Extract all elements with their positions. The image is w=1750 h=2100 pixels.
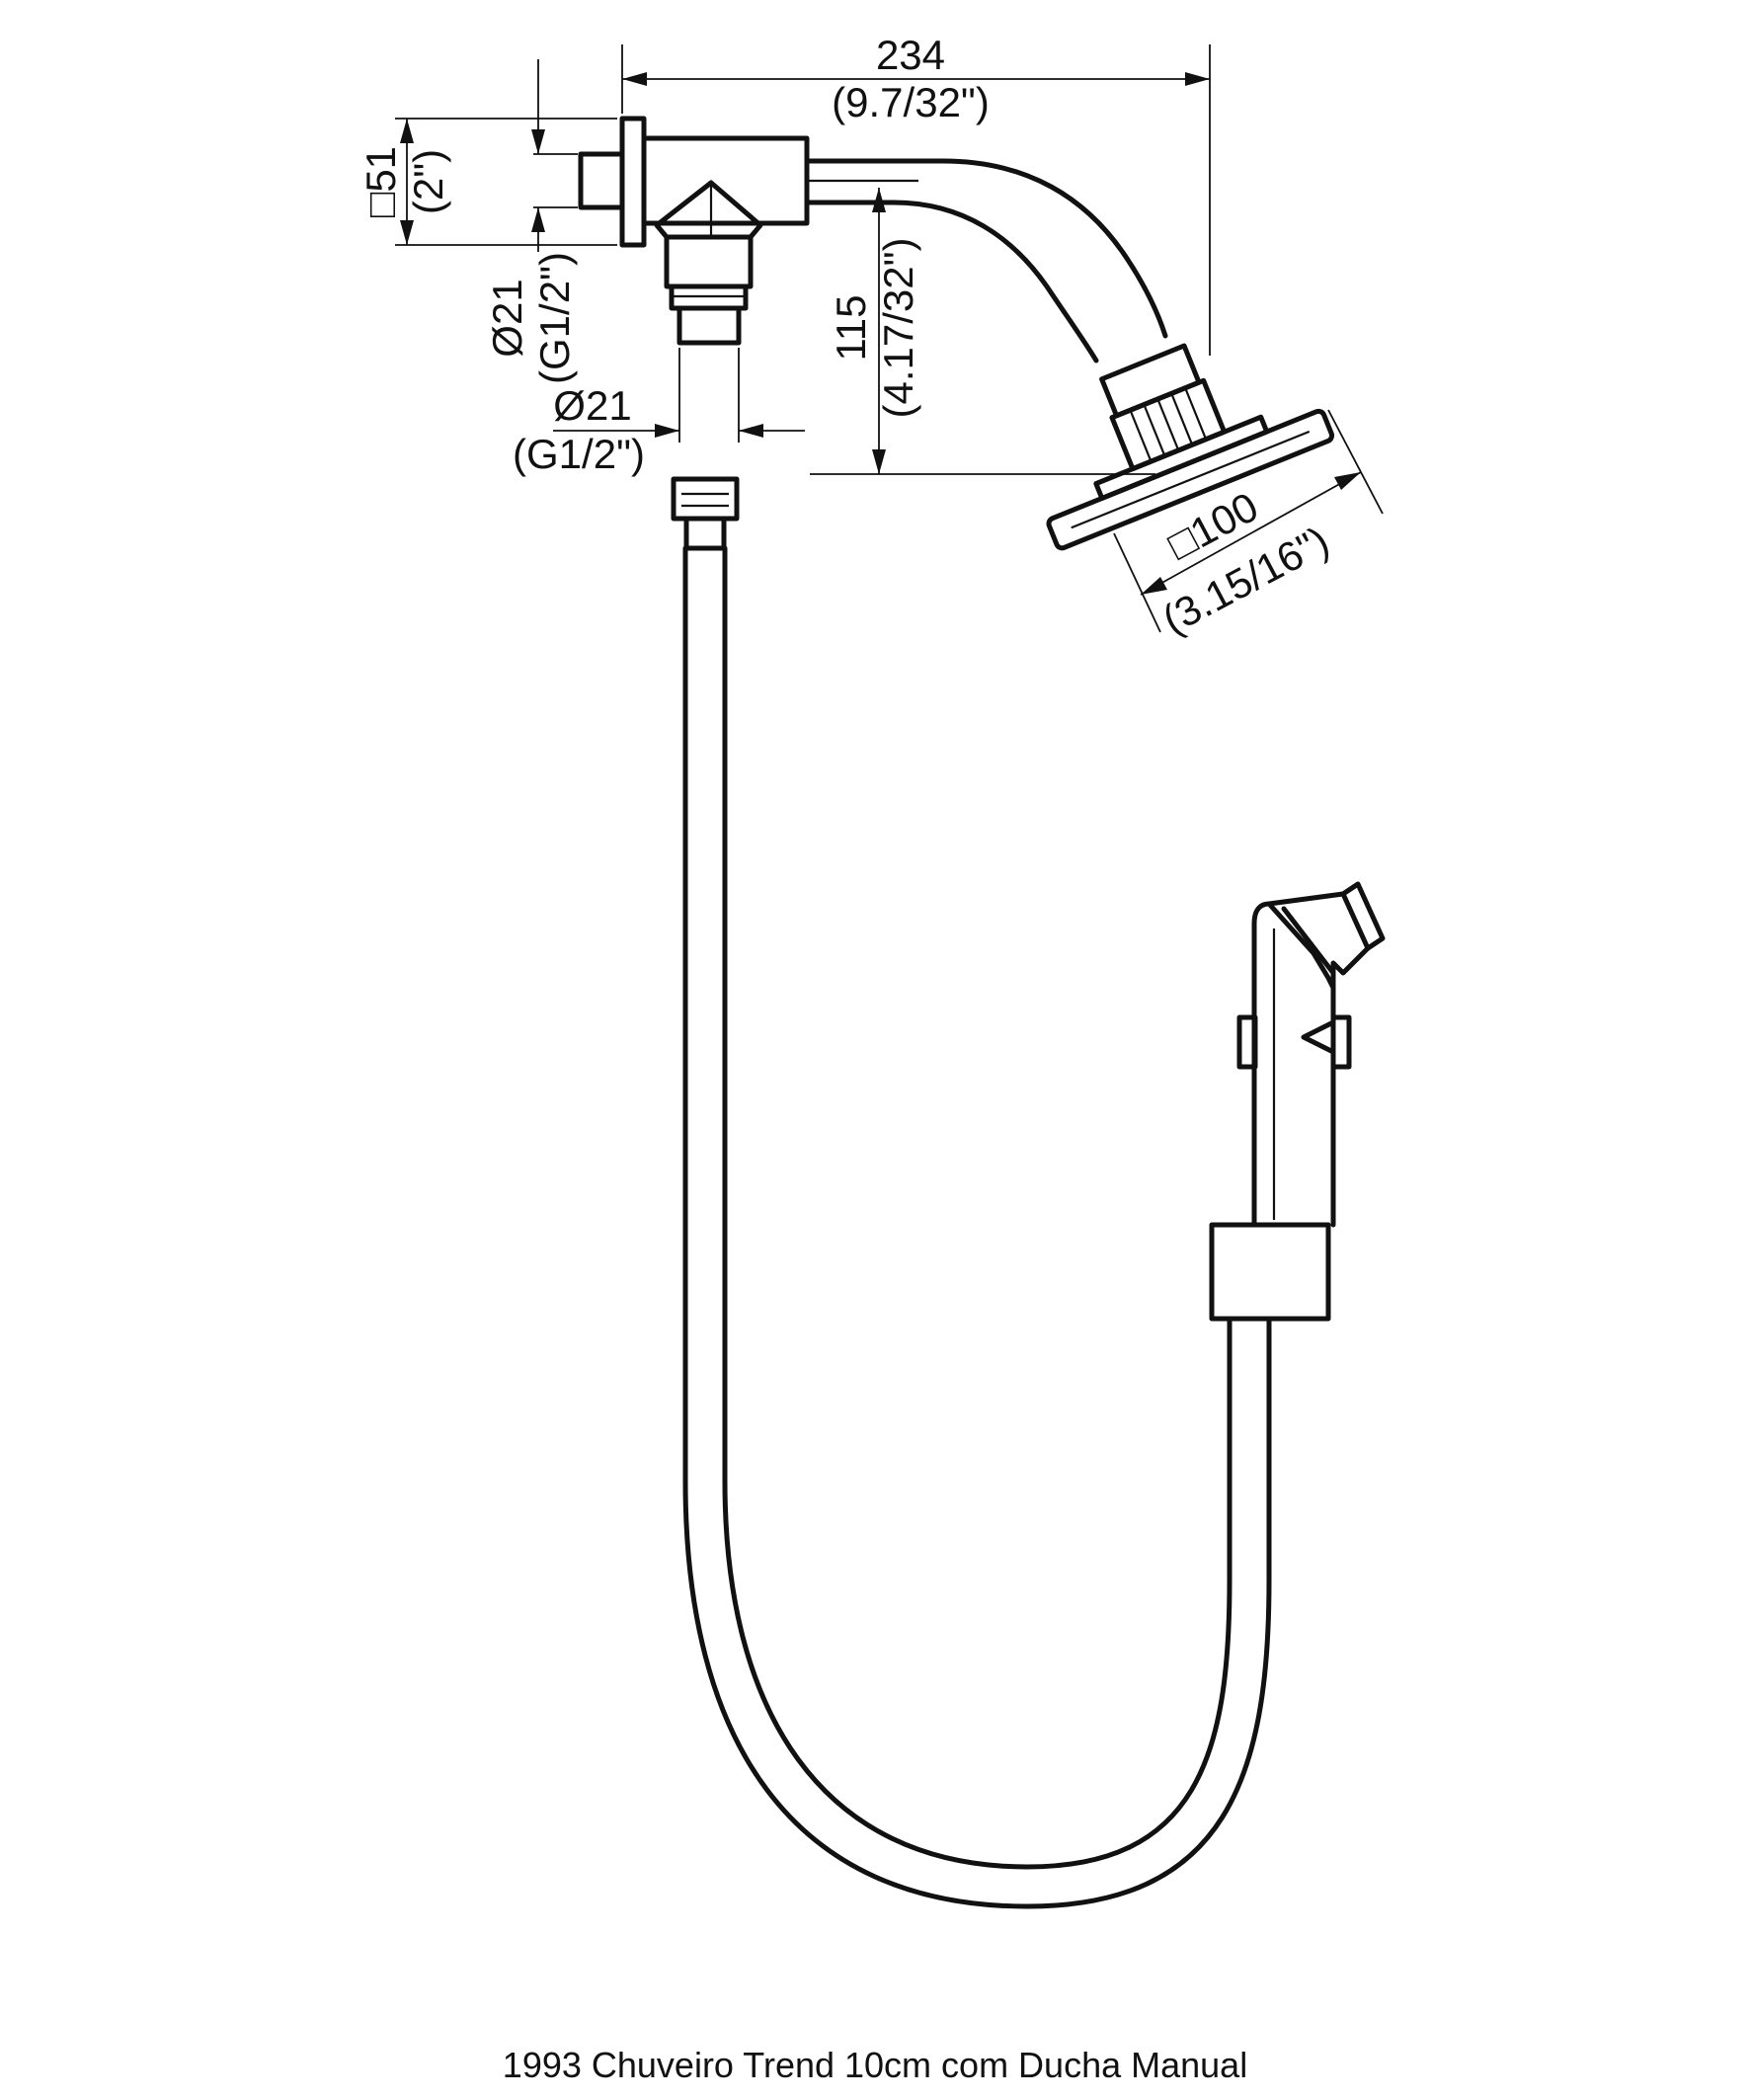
dim-flange-mm: □51 <box>358 146 404 217</box>
dim-drop-in: (4.17/32") <box>875 237 921 418</box>
hand-shower <box>1209 881 1386 1322</box>
shower-arm <box>804 158 1168 363</box>
dim-outlet-mm: Ø21 <box>484 279 530 357</box>
dim-drop-mm: 115 <box>828 295 874 362</box>
wall-flange <box>578 116 810 248</box>
diverter-outlet <box>654 180 763 346</box>
dimension-drop <box>810 188 1155 475</box>
dimension-flange <box>395 118 617 246</box>
dimension-outlet <box>531 59 578 252</box>
hose <box>671 476 1272 1909</box>
dim-connector-mm: Ø21 <box>553 382 631 429</box>
dim-width-mm: 234 <box>876 32 945 78</box>
drawing-caption: 1993 Chuveiro Trend 10cm com Ducha Manua… <box>502 2045 1248 2085</box>
dim-outlet-in: (G1/2") <box>531 252 578 384</box>
dim-flange-in: (2") <box>405 149 451 214</box>
dimension-width <box>621 44 1211 356</box>
dim-connector-in: (G1/2") <box>513 431 645 477</box>
dim-width-in: (9.7/32") <box>832 79 990 125</box>
shower-head <box>1046 343 1335 551</box>
dimension-connector <box>553 348 805 443</box>
dimension-head <box>1113 409 1384 633</box>
